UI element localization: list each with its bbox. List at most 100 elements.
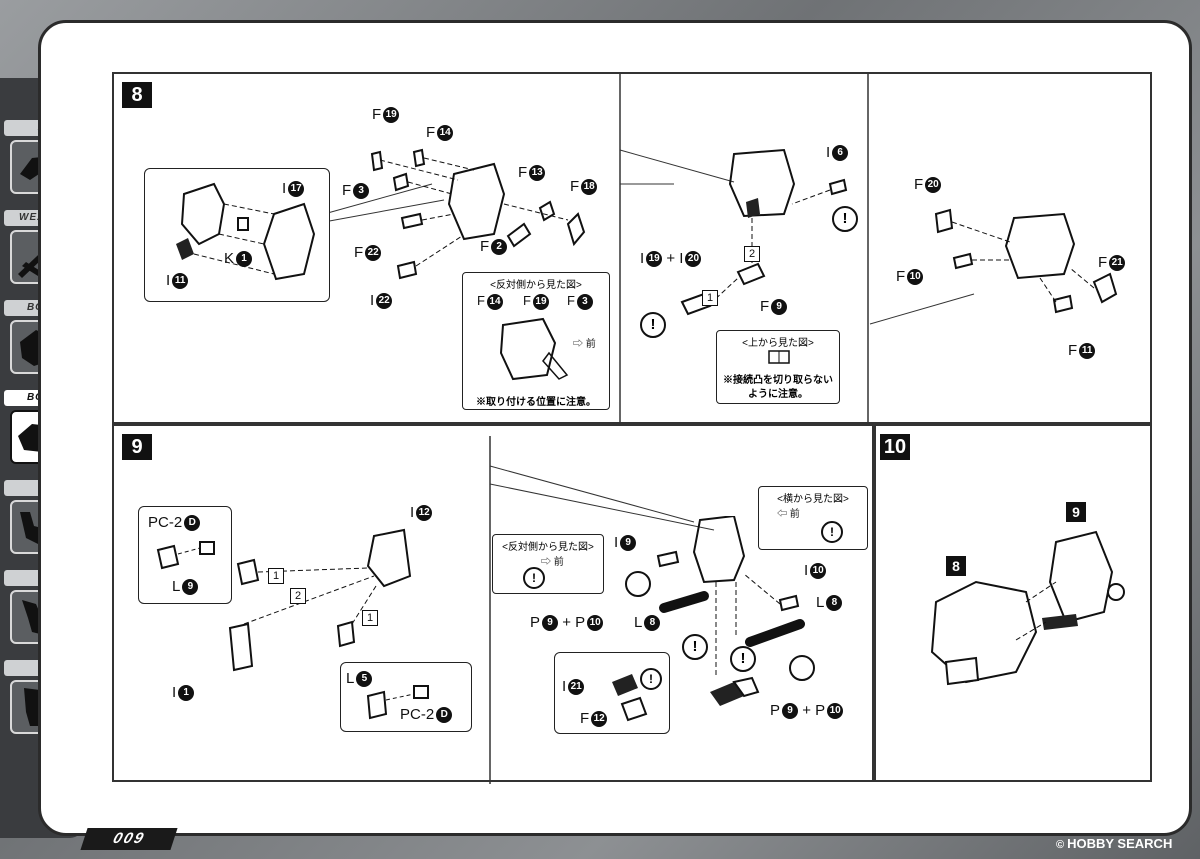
part-number: 9 [620, 535, 637, 552]
part-letter: I [640, 250, 645, 267]
front-arrow-label: ⇦ 前 [777, 509, 800, 520]
part-number: 19 [532, 293, 549, 310]
step-9-guide-lines [489, 436, 715, 784]
part-number: 21 [568, 679, 585, 696]
watermark-brand: ©HOBBY SEARCH [1056, 836, 1172, 851]
part-number: 20 [685, 251, 702, 268]
part-letter: F [523, 293, 531, 308]
top-view-drawing [768, 350, 790, 364]
sequence-box: 1 [362, 610, 378, 626]
part-letter: P [530, 614, 541, 631]
part-letter: F [1068, 342, 1078, 359]
part-number: 13 [529, 165, 546, 182]
part-number: 11 [1079, 343, 1096, 360]
part-letter: I [370, 292, 375, 309]
part-letter: F [896, 268, 906, 285]
step-number: 8 [122, 82, 152, 108]
pc2-l9-drawing [156, 541, 215, 570]
part-number: D [184, 515, 201, 532]
callout-note: ように注意。 [748, 389, 808, 400]
part-number: 22 [376, 293, 393, 310]
sequence-box: 2 [744, 246, 760, 262]
part-letter: F [354, 244, 364, 261]
step-number: 9 [122, 434, 152, 460]
front-arrow-label: ⇨ 前 [541, 557, 564, 568]
part-number: 12 [591, 711, 608, 728]
part-number: 18 [581, 179, 598, 196]
part-letter: F [914, 176, 924, 193]
i21-f12-drawing [612, 674, 648, 722]
assembly-order-1: 1 [268, 566, 284, 584]
part-number: 9 [782, 703, 799, 720]
assembly-order-1: 1 [702, 288, 718, 306]
page-number: 009 [80, 828, 178, 850]
sequence-box: 2 [290, 588, 306, 604]
part-number: 3 [576, 293, 593, 310]
subassembly-tag-8: 8 [946, 556, 966, 576]
warning-icon: ! [640, 668, 662, 690]
part-letter: F [477, 293, 485, 308]
part-number: 20 [925, 177, 942, 194]
part-number: D [436, 707, 453, 724]
part-letter: PC-2 [148, 514, 183, 531]
assembly-order-1b: 1 [362, 608, 378, 626]
part-letter: I [804, 562, 809, 579]
step-8-exploded-drawing [370, 148, 586, 280]
part-number: 19 [383, 107, 400, 124]
part-number: 1 [236, 251, 253, 268]
part-number: 9 [182, 579, 199, 596]
step-9-right-drawing [625, 516, 815, 681]
part-number: 6 [832, 145, 849, 162]
part-letter: I [614, 534, 619, 551]
body-subassembly-drawing [176, 182, 316, 281]
opposite-view-drawing [499, 317, 569, 381]
part-letter: F [1098, 254, 1108, 271]
part-letter: F [480, 238, 490, 255]
assembly-order-2: 2 [744, 244, 760, 262]
step-number: 10 [880, 434, 910, 460]
part-number: 17 [288, 181, 305, 198]
part-letter: L [816, 594, 825, 611]
part-letter: I [282, 180, 287, 197]
step-10-panel: 10 8 9 [874, 424, 1152, 782]
part-number: 9 [542, 615, 559, 632]
callout-note: ※接続凸を切り取らない [723, 375, 833, 386]
subassembly-tag-9: 9 [1066, 502, 1086, 522]
part-number: 2 [491, 239, 508, 256]
warning-icon: ! [523, 567, 545, 589]
final-assembly-drawing [930, 530, 1125, 686]
callout-title: <反対側から見た図> [490, 280, 582, 291]
callout-title: <反対側から見た図> [502, 542, 594, 553]
part-number: 19 [646, 251, 663, 268]
part-letter: I [166, 272, 171, 289]
brand-name: HOBBY SEARCH [1067, 836, 1173, 851]
sequence-box: 1 [268, 568, 284, 584]
part-letter: L [634, 614, 643, 631]
part-letter: F [580, 710, 590, 727]
part-letter: P [770, 702, 781, 719]
l5-pc2-drawing [366, 685, 429, 720]
part-letter: I [826, 144, 831, 161]
callout-note: ※取り付ける位置に注意。 [476, 397, 596, 408]
callout-top-view: <上から見た図> ※接続凸を切り取らない ように注意。 [716, 330, 840, 404]
